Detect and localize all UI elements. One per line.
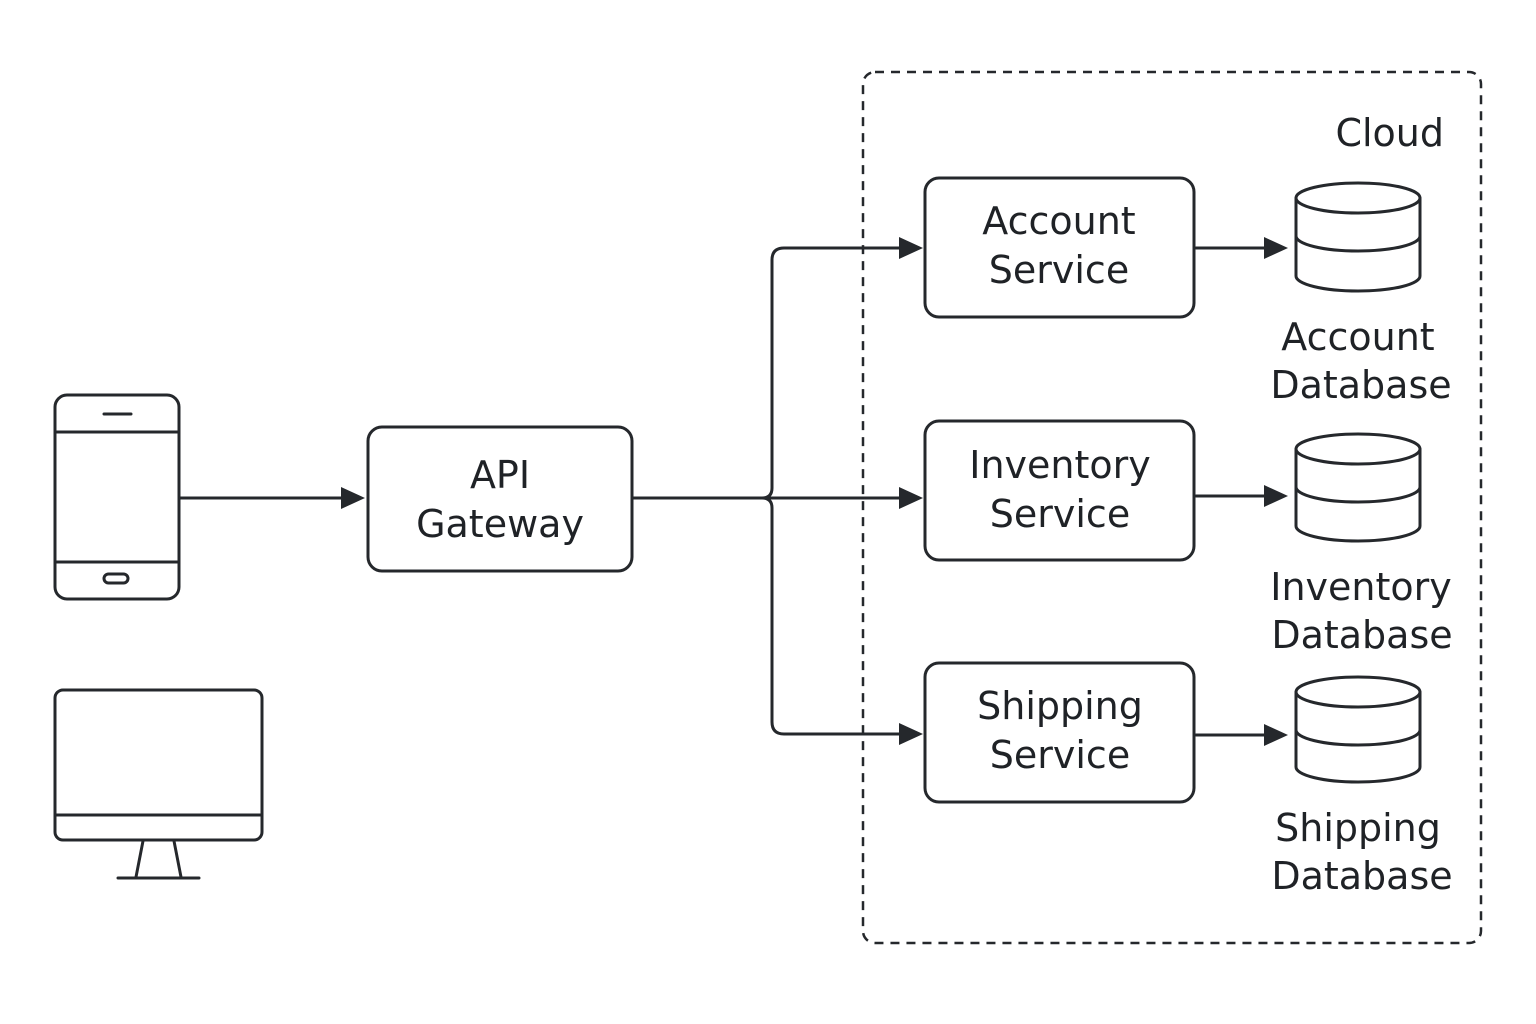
account-service-node: Account Service (923, 176, 1196, 319)
account-service-label-line1: Account (982, 199, 1135, 243)
cloud-boundary (861, 70, 1483, 945)
account-database-label-line2: Database (1270, 363, 1451, 407)
cloud-label: Cloud (1335, 111, 1444, 155)
desktop-monitor-icon (53, 688, 264, 880)
shipping-service-label-line1: Shipping (977, 684, 1143, 728)
shipping-service-label-line2: Service (990, 733, 1130, 777)
database-cylinder-icon (1294, 181, 1422, 293)
database-cylinder-icon (1294, 432, 1422, 543)
account-database-label-line1: Account (1281, 315, 1434, 359)
shipping-service-node: Shipping Service (923, 661, 1196, 804)
shipping-database-label-line2: Database (1271, 854, 1452, 898)
inventory-service-label-line2: Service (990, 492, 1130, 536)
api-gateway-label-line2: Gateway (416, 502, 584, 546)
api-gateway-node: API Gateway (366, 425, 634, 573)
account-service-label-line2: Service (989, 248, 1129, 292)
inventory-database-node: Inventory Database (1270, 432, 1453, 657)
account-database-node: Account Database (1270, 181, 1452, 407)
api-gateway-label-line1: API (470, 453, 530, 497)
cloud-region: Cloud (861, 70, 1483, 945)
inventory-database-label-line1: Inventory (1270, 565, 1452, 609)
inventory-service-node: Inventory Service (923, 419, 1196, 562)
inventory-service-label-line1: Inventory (969, 443, 1151, 487)
inventory-database-label-line2: Database (1271, 613, 1452, 657)
database-cylinder-icon (1294, 675, 1422, 784)
shipping-database-label-line1: Shipping (1275, 806, 1441, 850)
service-to-database-arrows (1194, 237, 1288, 746)
smartphone-icon (53, 393, 181, 601)
client-to-gateway-arrow (178, 487, 365, 509)
shipping-database-node: Shipping Database (1271, 675, 1453, 898)
gateway-to-services-connectors (631, 237, 923, 745)
